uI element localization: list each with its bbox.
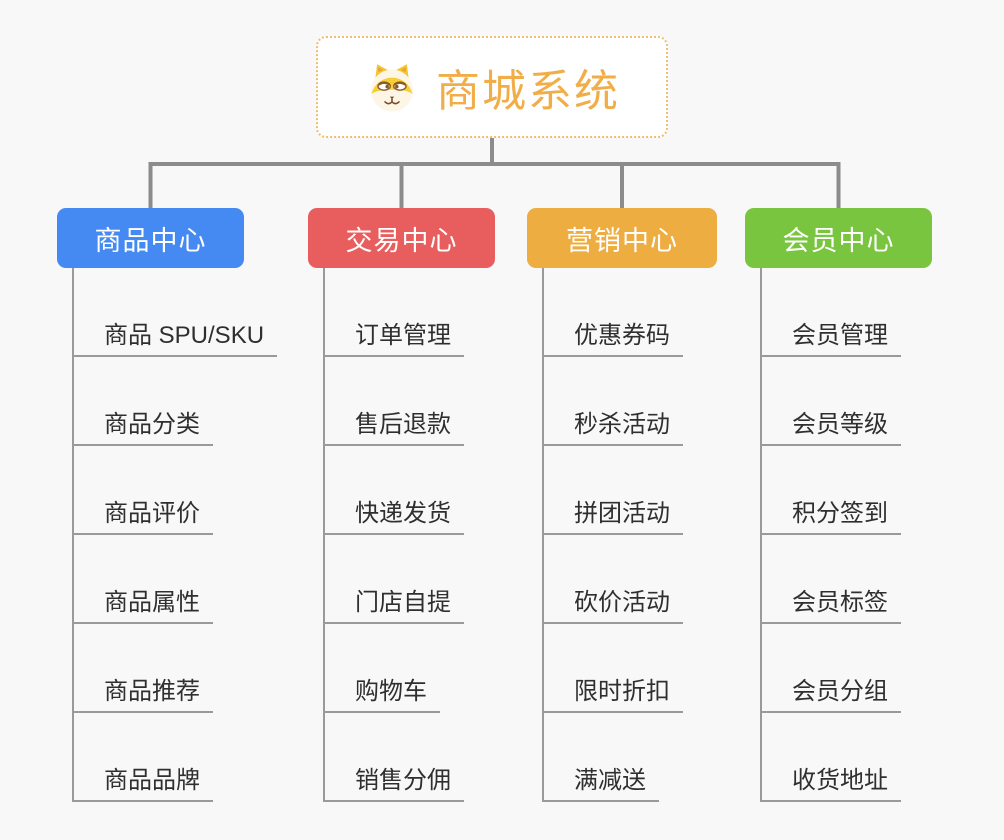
- leaf-node[interactable]: 购物车: [324, 669, 440, 713]
- leaf-node[interactable]: 拼团活动: [543, 491, 683, 535]
- leaf-node[interactable]: 满减送: [543, 758, 659, 802]
- leaf-node[interactable]: 会员标签: [761, 580, 901, 624]
- leaf-node[interactable]: 秒杀活动: [543, 402, 683, 446]
- leaf-node[interactable]: 商品分类: [73, 402, 213, 446]
- branch-trade-center: 交易中心 订单管理 售后退款 快递发货 门店自提 购物车 销售分佣: [308, 208, 495, 802]
- branch-node[interactable]: 营销中心: [527, 208, 717, 268]
- branch-node[interactable]: 交易中心: [308, 208, 495, 268]
- leaf-node[interactable]: 会员管理: [761, 313, 901, 357]
- leaf-node[interactable]: 会员等级: [761, 402, 901, 446]
- leaf-node[interactable]: 商品 SPU/SKU: [73, 313, 278, 357]
- leaf-node[interactable]: 销售分佣: [324, 758, 464, 802]
- branch-member-center: 会员中心 会员管理 会员等级 积分签到 会员标签 会员分组 收货地址: [745, 208, 932, 802]
- leaf-node[interactable]: 商品属性: [73, 580, 213, 624]
- branch-spine-line: [323, 268, 325, 802]
- leaf-node[interactable]: 收货地址: [761, 758, 901, 802]
- leaf-node[interactable]: 砍价活动: [543, 580, 683, 624]
- branch-spine-line: [72, 268, 74, 802]
- leaf-node[interactable]: 快递发货: [324, 491, 464, 535]
- shiba-dog-face-icon: [371, 64, 413, 112]
- leaf-node[interactable]: 积分签到: [761, 491, 901, 535]
- leaf-node[interactable]: 优惠券码: [543, 313, 683, 357]
- branch-node[interactable]: 商品中心: [57, 208, 244, 268]
- leaf-node[interactable]: 限时折扣: [543, 669, 683, 713]
- root-title: 商城系统: [436, 67, 620, 116]
- leaf-node[interactable]: 订单管理: [324, 313, 464, 357]
- branch-spine-line: [760, 268, 762, 802]
- leaf-node[interactable]: 会员分组: [761, 669, 901, 713]
- branch-marketing-center: 营销中心 优惠券码 秒杀活动 拼团活动 砍价活动 限时折扣 满减送: [527, 208, 717, 802]
- branch-node[interactable]: 会员中心: [745, 208, 932, 268]
- leaf-node[interactable]: 售后退款: [324, 402, 464, 446]
- leaf-node[interactable]: 商品品牌: [73, 758, 213, 802]
- leaf-node[interactable]: 门店自提: [324, 580, 464, 624]
- branch-product-center: 商品中心 商品 SPU/SKU 商品分类 商品评价 商品属性 商品推荐 商品品牌: [57, 208, 278, 802]
- branch-spine-line: [542, 268, 544, 802]
- leaf-node[interactable]: 商品评价: [73, 491, 213, 535]
- leaf-node[interactable]: 商品推荐: [73, 669, 213, 713]
- root-node[interactable]: 商城系统: [316, 36, 668, 138]
